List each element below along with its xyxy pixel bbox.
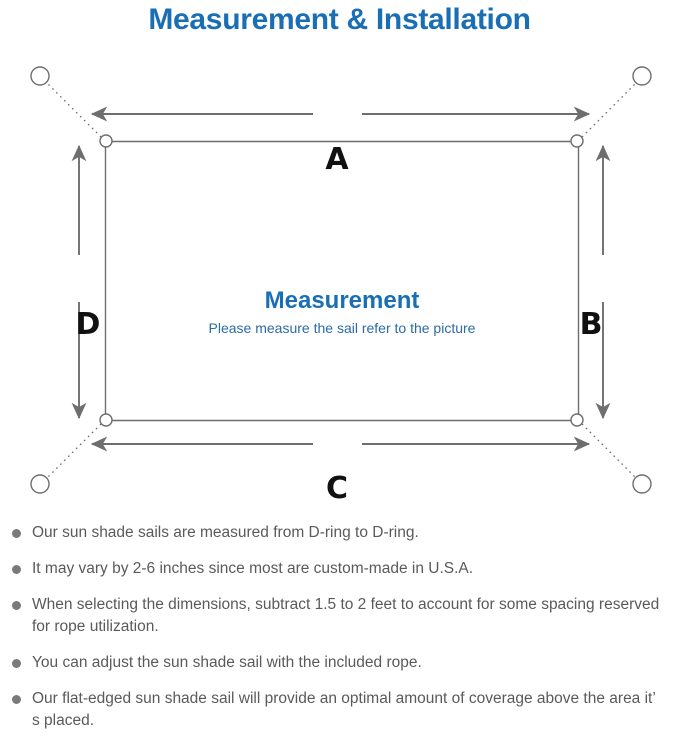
- dimension-label-c: C: [325, 471, 349, 506]
- list-item: Our sun shade sails are measured from D-…: [0, 522, 679, 544]
- note-text: When selecting the dimensions, subtract …: [32, 596, 660, 635]
- d-ring-bottom-right: [570, 413, 584, 427]
- list-item: When selecting the dimensions, subtract …: [0, 594, 679, 638]
- list-item: Our flat-edged sun shade sail will provi…: [0, 688, 679, 732]
- list-item: You can adjust the sun shade sail with t…: [0, 652, 679, 674]
- note-text: Our sun shade sails are measured from D-…: [32, 524, 419, 541]
- sail-rectangle: [104, 140, 580, 422]
- bullet-icon: [12, 529, 21, 538]
- d-ring-top-left: [99, 134, 113, 148]
- bullet-icon: [12, 659, 21, 668]
- note-text: Our flat-edged sun shade sail will provi…: [32, 690, 656, 729]
- list-item: It may vary by 2-6 inches since most are…: [0, 558, 679, 580]
- note-text: You can adjust the sun shade sail with t…: [32, 654, 422, 671]
- dimension-label-b: B: [579, 307, 603, 342]
- dimension-label-d: D: [75, 307, 101, 342]
- page-title: Measurement & Installation: [148, 3, 531, 36]
- rope-line-bottom-right: [577, 419, 642, 484]
- rope-line-top-right: [577, 77, 642, 142]
- bullet-icon: [12, 601, 21, 610]
- anchor-point-top-right: [632, 66, 652, 86]
- note-text: It may vary by 2-6 inches since most are…: [32, 560, 474, 577]
- anchor-point-bottom-right: [632, 474, 652, 494]
- bullet-icon: [12, 565, 21, 574]
- rope-line-top-left: [41, 77, 106, 142]
- bullet-icon: [12, 695, 21, 704]
- notes-list: Our sun shade sails are measured from D-…: [0, 522, 679, 746]
- d-ring-bottom-left: [99, 413, 113, 427]
- d-ring-top-right: [570, 134, 584, 148]
- diagram-svg: [30, 66, 652, 494]
- rope-line-bottom-left: [41, 419, 106, 484]
- sail-diagram: Measurement Please measure the sail refe…: [0, 46, 679, 512]
- anchor-point-top-left: [30, 66, 50, 86]
- dimension-label-a: A: [325, 142, 349, 177]
- anchor-point-bottom-left: [30, 474, 50, 494]
